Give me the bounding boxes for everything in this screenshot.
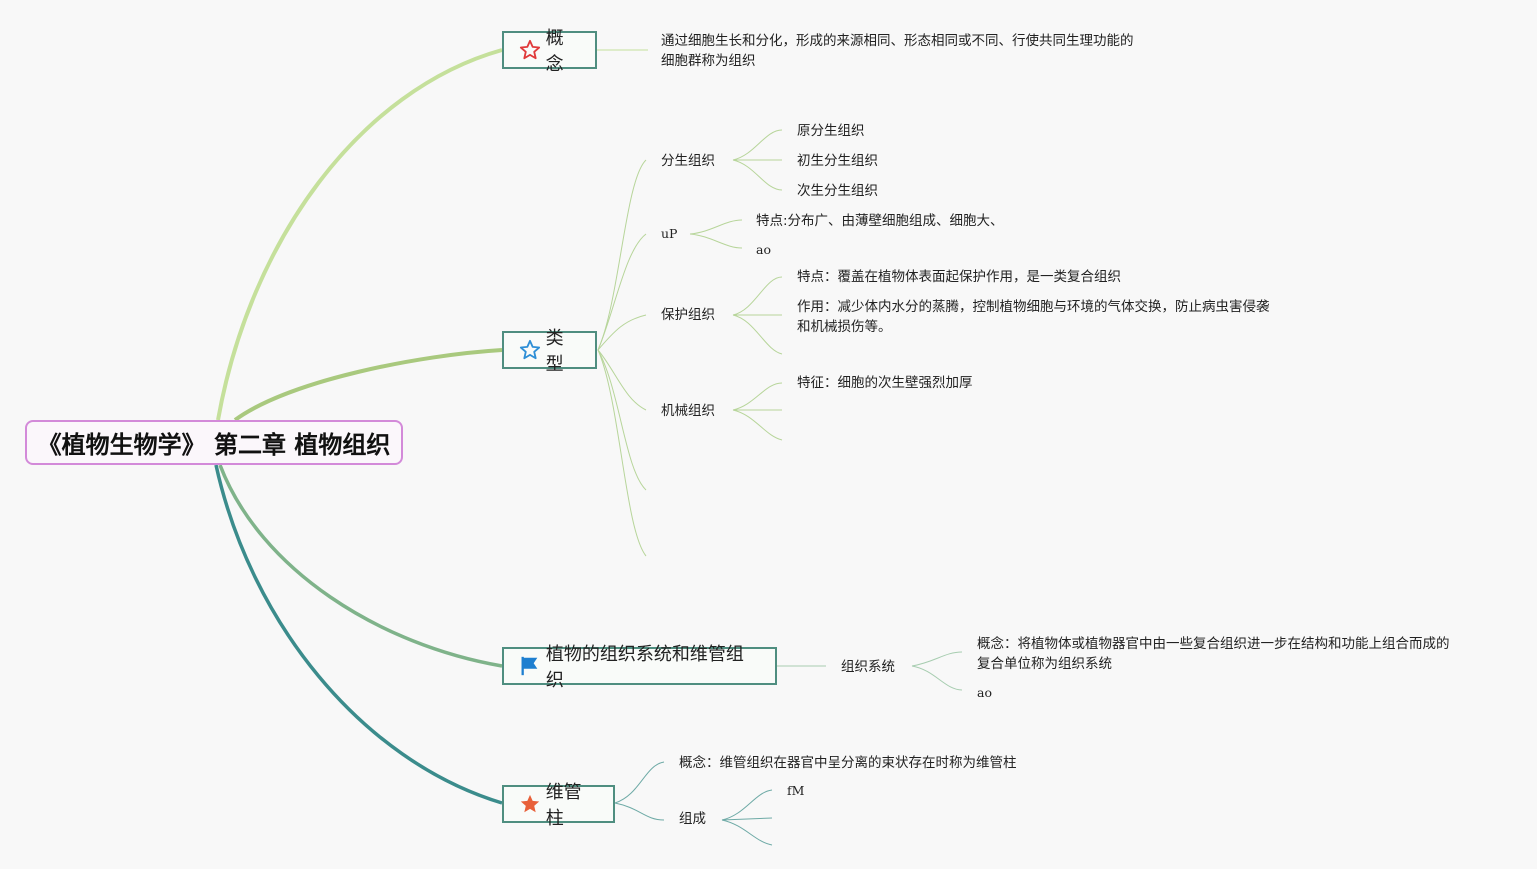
column-composition[interactable]: 组成	[679, 811, 706, 827]
system-extra[interactable]: ao	[977, 685, 992, 700]
topic-system-label: 植物的组织系统和维管组织	[545, 644, 744, 691]
topic-vascular-column[interactable]: 维管柱	[502, 782, 615, 829]
branch-type	[233, 348, 503, 422]
concept-text-line1: 通过细胞生长和分化，形成的来源相同、形态相同或不同、行使共同生理功能的	[661, 33, 1134, 49]
concept-text-line2: 细胞群称为组织	[661, 53, 756, 69]
mechanical-label[interactable]: 机械组织	[661, 403, 715, 419]
flag-blue-icon	[518, 654, 542, 678]
star-filled-orange-icon	[518, 792, 542, 816]
branch-column	[214, 464, 503, 805]
mechanical-feature[interactable]: 特征：细胞的次生壁强烈加厚	[797, 375, 973, 391]
up-label[interactable]: uP	[661, 226, 678, 241]
star-outline-blue-icon	[518, 338, 542, 362]
protective-function-line1[interactable]: 作用：减少体内水分的蒸腾，控制植物细胞与环境的气体交换，防止病虫害侵袭	[797, 299, 1270, 315]
topic-types[interactable]: 类型	[502, 328, 597, 375]
system-subbranches	[777, 651, 963, 691]
type-subbranches	[597, 129, 783, 557]
branch-concept	[216, 48, 503, 421]
meristem-label[interactable]: 分生组织	[661, 153, 715, 169]
meristem-child-2[interactable]: 初生分生组织	[797, 153, 878, 169]
up-child-2[interactable]: ao	[756, 242, 771, 257]
up-child-1[interactable]: 特点:分布广、由薄壁细胞组成、细胞大、	[756, 213, 1004, 229]
branch-system	[218, 464, 503, 668]
topic-concept[interactable]: 概念	[502, 28, 597, 75]
column-subbranches	[614, 761, 773, 846]
star-outline-red-icon	[518, 38, 542, 62]
topic-tissue-system[interactable]: 植物的组织系统和维管组织	[502, 644, 777, 691]
topic-concept-label: 概念	[545, 28, 564, 75]
root-topic[interactable]: 《植物生物学》 第二章 植物组织	[25, 420, 403, 465]
protective-feature[interactable]: 特点：覆盖在植物体表面起保护作用，是一类复合组织	[797, 269, 1121, 285]
topic-column-label: 维管柱	[545, 782, 582, 829]
protective-function-line2: 和机械损伤等。	[797, 319, 892, 335]
meristem-child-1[interactable]: 原分生组织	[797, 123, 865, 139]
system-concept-line2: 复合单位称为组织系统	[977, 656, 1112, 672]
system-concept-line1[interactable]: 概念：将植物体或植物器官中由一些复合组织进一步在结构和功能上组合而成的	[977, 636, 1450, 652]
meristem-child-3[interactable]: 次生分生组织	[797, 183, 878, 199]
root-title: 《植物生物学》 第二章 植物组织	[37, 431, 391, 459]
protective-label[interactable]: 保护组织	[661, 307, 715, 323]
column-composition-child[interactable]: fM	[787, 783, 805, 798]
topic-types-label: 类型	[545, 328, 564, 375]
system-child-label[interactable]: 组织系统	[841, 659, 895, 675]
column-concept[interactable]: 概念：维管组织在器官中呈分离的束状存在时称为维管柱	[679, 755, 1017, 771]
